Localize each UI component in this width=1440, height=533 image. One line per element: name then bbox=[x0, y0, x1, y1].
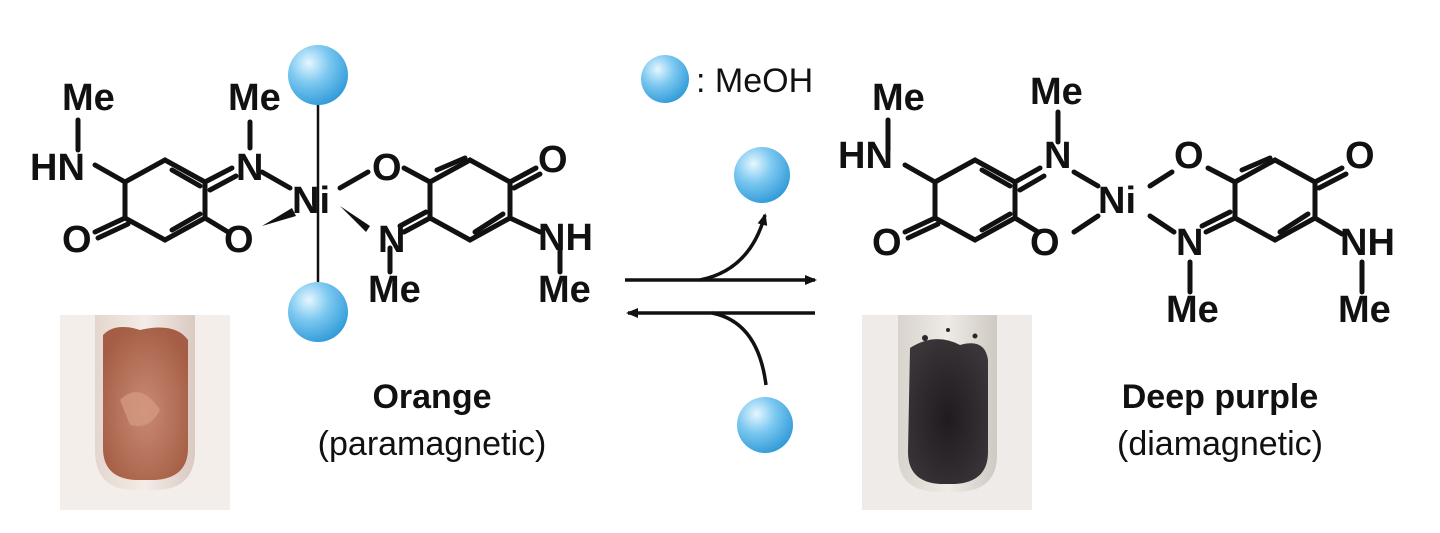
meoh-sphere-left-bottom bbox=[288, 282, 348, 342]
equilibrium-arrows bbox=[625, 213, 817, 386]
atom-label: N bbox=[1176, 222, 1203, 264]
atom-label: NH bbox=[1340, 222, 1395, 264]
atom-label: O bbox=[538, 139, 568, 181]
legend-sphere-icon bbox=[641, 55, 689, 103]
right-sample-photo bbox=[862, 315, 1032, 510]
atom-label: Me bbox=[368, 269, 421, 311]
left-molecule-atoms: Me HN O Me N O Ni O N Me O NH Me bbox=[30, 77, 593, 311]
atom-label: NH bbox=[538, 217, 593, 259]
atom-label: Me bbox=[62, 77, 115, 119]
atom-label: O bbox=[1345, 135, 1375, 177]
atom-label: HN bbox=[838, 135, 893, 177]
meoh-sphere-absorbed bbox=[737, 397, 793, 453]
atom-label: O bbox=[372, 147, 402, 189]
left-caption-title: Orange bbox=[372, 378, 491, 416]
right-molecule-bonds bbox=[885, 109, 1365, 295]
atom-label: N bbox=[1044, 135, 1071, 177]
legend-label: : MeOH bbox=[696, 62, 813, 100]
atom-label: Me bbox=[1166, 289, 1219, 331]
meoh-sphere-left-top bbox=[288, 45, 348, 105]
left-sample-photo bbox=[60, 315, 230, 510]
atom-label: Me bbox=[1338, 289, 1391, 331]
atom-label: Me bbox=[1030, 71, 1083, 113]
right-caption-title: Deep purple bbox=[1122, 378, 1318, 416]
atom-label: Me bbox=[872, 77, 925, 119]
atom-label: O bbox=[224, 219, 254, 261]
atom-label: Me bbox=[538, 269, 591, 311]
atom-label: O bbox=[62, 219, 92, 261]
atom-label: O bbox=[872, 222, 902, 264]
meoh-sphere-released bbox=[734, 147, 790, 203]
atom-label: Ni bbox=[292, 180, 330, 222]
atom-label: N bbox=[378, 219, 405, 261]
atom-label: O bbox=[1030, 222, 1060, 264]
right-molecule-atoms: Me HN O Me N O Ni O N Me O NH Me bbox=[838, 71, 1395, 331]
atom-label: Me bbox=[228, 77, 281, 119]
left-caption-subtitle: (paramagnetic) bbox=[318, 425, 547, 463]
atom-label: O bbox=[1174, 135, 1204, 177]
atom-label: HN bbox=[30, 147, 85, 189]
atom-label: N bbox=[236, 147, 263, 189]
right-caption-subtitle: (diamagnetic) bbox=[1117, 425, 1323, 463]
left-molecule-bonds bbox=[75, 117, 563, 275]
atom-label: Ni bbox=[1098, 180, 1136, 222]
